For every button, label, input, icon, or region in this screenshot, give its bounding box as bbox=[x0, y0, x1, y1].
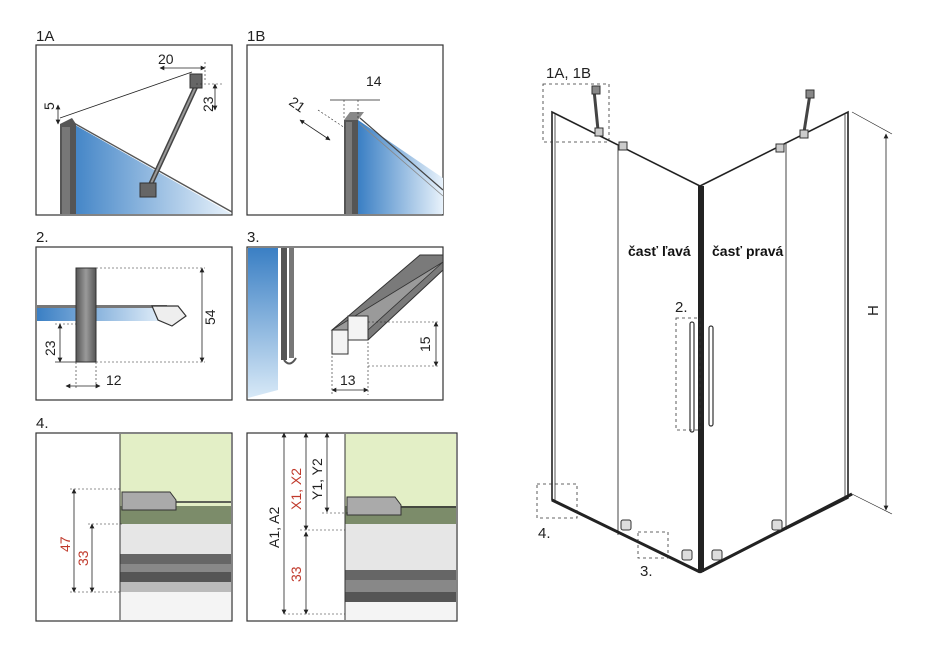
height-label: H bbox=[865, 305, 882, 316]
callout-2: 2. bbox=[675, 299, 688, 316]
panel-2-label: 2. bbox=[36, 229, 49, 246]
panel-3: 3. 15 13 bbox=[246, 229, 444, 401]
panel-2: 2. 54 23 12 bbox=[35, 229, 233, 401]
dim-3-15: 15 bbox=[417, 336, 433, 352]
dim-4b-x: X1, X2 bbox=[288, 468, 304, 510]
dim-1a-20: 20 bbox=[158, 51, 174, 67]
left-part-label: časť ľavá bbox=[628, 243, 691, 259]
panel-3-label: 3. bbox=[247, 229, 260, 246]
panel-1b: 1B 14 21 bbox=[246, 28, 444, 216]
panel-1a: 1A 20 23 5 bbox=[35, 28, 233, 216]
dim-4-47: 47 bbox=[57, 536, 73, 552]
right-part-label: časť pravá bbox=[712, 243, 784, 259]
panel-1a-label: 1A bbox=[36, 28, 54, 45]
dim-4b-a: A1, A2 bbox=[266, 507, 282, 548]
dim-4b-y: Y1, Y2 bbox=[309, 458, 325, 500]
dim-4b-33: 33 bbox=[288, 566, 304, 582]
enclosure-perspective: 1A, 1B 2. 4. 3. časť ľavá časť pravá H bbox=[536, 65, 893, 580]
dim-2-54: 54 bbox=[202, 309, 218, 325]
panel-4-left: 4. 47 33 bbox=[35, 415, 233, 622]
panel-4-right: A1, A2 X1, X2 Y1, Y2 33 bbox=[246, 432, 458, 622]
dim-4-33: 33 bbox=[75, 550, 91, 566]
callout-4: 4. bbox=[538, 525, 551, 542]
dim-1a-5: 5 bbox=[41, 102, 57, 110]
panel-1b-label: 1B bbox=[247, 28, 265, 45]
callout-3: 3. bbox=[640, 563, 653, 580]
callout-1a-1b: 1A, 1B bbox=[546, 65, 591, 82]
dim-3-13: 13 bbox=[340, 372, 356, 388]
dim-1b-14: 14 bbox=[366, 73, 382, 89]
dim-2-12: 12 bbox=[106, 372, 122, 388]
dim-2-23: 23 bbox=[42, 340, 58, 356]
panel-4-label: 4. bbox=[36, 415, 49, 432]
dim-1a-23: 23 bbox=[200, 96, 216, 112]
